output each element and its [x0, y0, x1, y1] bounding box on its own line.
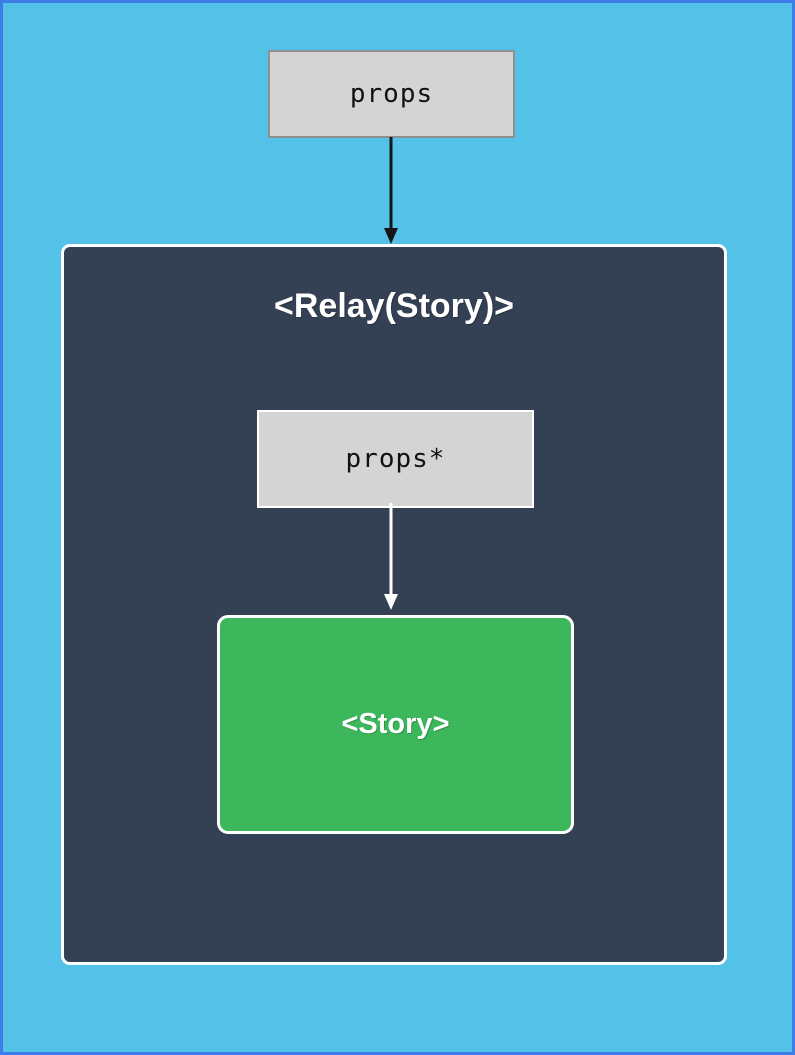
arrow-head [384, 594, 398, 610]
props-star-node-label: props* [345, 444, 446, 474]
props-node-label: props [349, 79, 434, 109]
props-node: props [268, 50, 515, 138]
story-node: <Story> [217, 615, 574, 834]
props-star-node: props* [257, 410, 534, 508]
arrow-line [389, 503, 393, 595]
relay-story-title: <Relay(Story)> [274, 287, 514, 325]
props-arrow-down-icon [381, 137, 401, 244]
story-node-label: <Story> [341, 708, 450, 740]
arrow-head [384, 228, 398, 244]
props-star-arrow-down-icon [381, 503, 401, 610]
arrow-line [389, 137, 393, 229]
relay-story-container: <Relay(Story)> props* <Story> [61, 244, 727, 965]
